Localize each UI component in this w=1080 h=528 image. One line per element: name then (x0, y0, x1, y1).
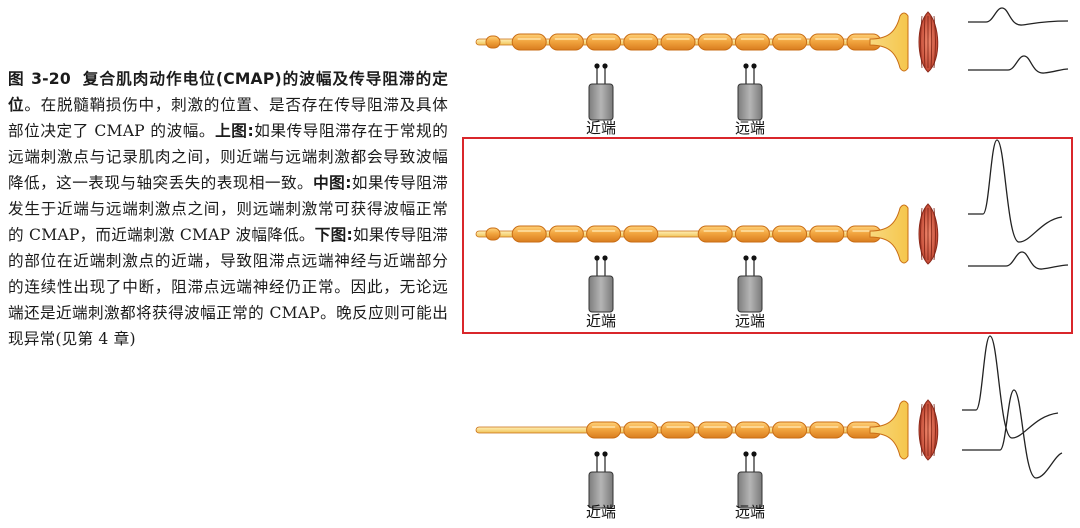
caption-middle-label: 中图: (313, 174, 352, 192)
distal-label: 远端 (735, 503, 765, 521)
myelin-segment (623, 225, 659, 243)
nerve-terminal (869, 400, 909, 460)
myelin-segment (660, 421, 696, 439)
caption-bottom-label: 下图: (314, 226, 353, 244)
distal-label: 远端 (735, 119, 765, 137)
myelin-segment (586, 421, 622, 439)
cmap-trace (962, 389, 1063, 479)
panel-top: 近端 远端 (475, 7, 1069, 137)
stimulator-icon (588, 451, 614, 509)
stimulator-icon (588, 255, 614, 313)
highlight-box (462, 137, 1073, 334)
myelin-segment (809, 421, 845, 439)
stimulator-icon (737, 255, 763, 313)
nerve-terminal (869, 12, 909, 72)
panel-middle: 近端 远端 (475, 139, 1069, 330)
muscle-icon (918, 11, 939, 73)
myelin-segment (548, 33, 584, 51)
myelin-segment (809, 225, 845, 243)
myelin-segment (511, 225, 547, 243)
stimulator-icon (737, 451, 763, 509)
myelin-segment (734, 225, 770, 243)
stimulator-icon (737, 63, 763, 121)
myelin-segment (623, 421, 659, 439)
cmap-trace (968, 139, 1063, 243)
caption-intro: 。在脱髓鞘损伤中，刺激的位置、是否存在传导阻滞及具体部位决定了 CMAP 的波幅… (8, 96, 449, 140)
cmap-trace (962, 335, 1059, 439)
caption-top-label: 上图: (215, 122, 254, 140)
myelin-segment (511, 33, 547, 51)
myelin-segment (809, 33, 845, 51)
panel-bottom: 近端 远端 (475, 335, 1063, 521)
myelin-segment (772, 225, 808, 243)
muscle-icon (918, 203, 939, 265)
proximal-label: 近端 (586, 503, 616, 521)
distal-label: 远端 (735, 312, 765, 330)
cmap-trace (968, 7, 1069, 26)
myelin-segment (623, 33, 659, 51)
figure-number: 图 3-20 (8, 70, 71, 88)
muscle-icon (918, 399, 939, 461)
caption-middle-text: 如果传导阻滞发生于近端与远端刺激点之间，则远端刺激常可获得波幅正常的 CMAP，… (8, 174, 448, 244)
myelin-segment (734, 33, 770, 51)
myelin-segment (485, 35, 501, 49)
myelin-segment (660, 33, 696, 51)
myelin-segment (697, 33, 733, 51)
myelin-segment (485, 227, 501, 241)
myelin-segment (586, 33, 622, 51)
myelin-segment (586, 225, 622, 243)
stimulator-icon (588, 63, 614, 121)
myelin-segment (772, 33, 808, 51)
myelin-segment (697, 421, 733, 439)
myelin-segment (548, 225, 584, 243)
proximal-label: 近端 (586, 119, 616, 137)
myelin-segment (697, 225, 733, 243)
nerve-terminal (869, 204, 909, 264)
cmap-trace (968, 55, 1069, 74)
figure-caption: 图 3-20 复合肌肉动作电位(CMAP)的波幅及传导阻滞的定位。在脱髓鞘损伤中… (8, 66, 448, 352)
myelin-segment (734, 421, 770, 439)
caption-top-text: 如果传导阻滞存在于常规的远端刺激点与记录肌肉之间，则近端与远端刺激都会导致波幅降… (8, 122, 448, 192)
cmap-trace (968, 251, 1069, 270)
figure-title: 复合肌肉动作电位(CMAP)的波幅及传导阻滞的定位 (8, 70, 448, 114)
myelin-segment (772, 421, 808, 439)
caption-bottom-text: 如果传导阻滞的部位在近端刺激点的近端，导致阻滞点远端神经与近端部分的连续性出现了… (8, 226, 448, 348)
proximal-label: 近端 (586, 312, 616, 330)
